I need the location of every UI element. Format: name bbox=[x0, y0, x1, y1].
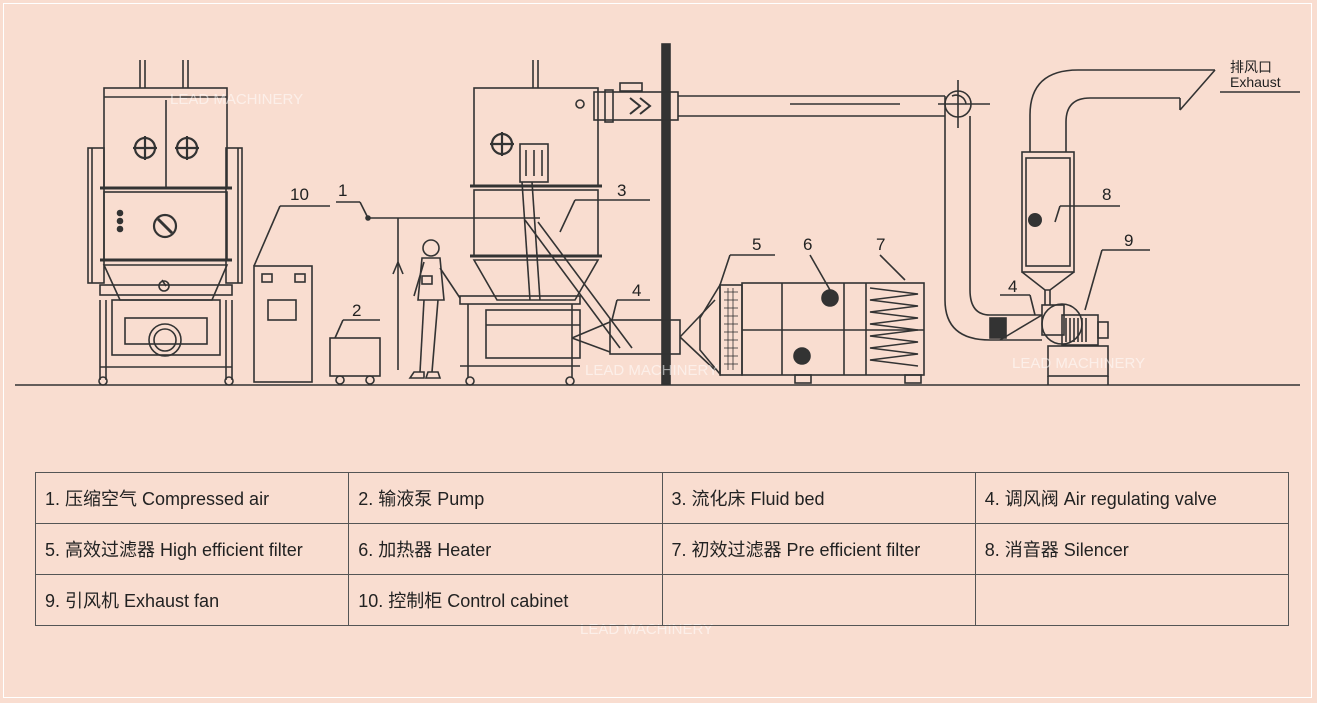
exhaust-fan bbox=[1041, 303, 1109, 385]
air-regulating-valve-left bbox=[571, 299, 716, 371]
silencer bbox=[1021, 69, 1216, 305]
callout-leader-3b bbox=[559, 199, 576, 233]
exhaust-label-zh: 排风口 bbox=[1230, 59, 1272, 75]
fluid-bed-machine-left bbox=[87, 60, 243, 386]
callout-leader-6 bbox=[809, 254, 831, 291]
legend-cell: 2. 输液泵 Pump bbox=[348, 472, 663, 524]
callout-4-fan-valve: 4 bbox=[1008, 277, 1017, 296]
legend-cell: 7. 初效过滤器 Pre efficient filter bbox=[661, 523, 976, 575]
pump-unit bbox=[329, 337, 381, 385]
legend-row: 5. 高效过滤器 High efficient filter 6. 加热器 He… bbox=[34, 523, 1290, 575]
callout-leader-2b bbox=[334, 319, 344, 339]
sight-glass-icons-left bbox=[133, 136, 199, 239]
legend-cell bbox=[661, 574, 976, 626]
watermark-3: LEAD MACHINERY bbox=[1012, 355, 1145, 372]
fluid-bed-middle bbox=[459, 60, 633, 386]
legend-cell: 9. 引风机 Exhaust fan bbox=[34, 574, 350, 626]
callout-7: 7 bbox=[876, 235, 885, 254]
callout-1: 1 bbox=[338, 181, 347, 200]
hepa-mesh bbox=[724, 288, 738, 370]
indicator-dots-left bbox=[116, 209, 124, 233]
legend-table: 1. 压缩空气 Compressed air 2. 输液泵 Pump 3. 流化… bbox=[34, 472, 1290, 626]
legend-cell: 8. 消音器 Silencer bbox=[974, 523, 1290, 575]
compressed-air-line bbox=[336, 201, 540, 370]
legend-cell: 3. 流化床 Fluid bed bbox=[661, 472, 976, 524]
sight-glass-icon-middle bbox=[490, 132, 514, 156]
callout-9: 9 bbox=[1124, 231, 1133, 250]
page-frame bbox=[3, 3, 1312, 698]
callout-leader-7 bbox=[879, 254, 906, 281]
filter-heater-unit bbox=[699, 282, 925, 384]
exhaust-label-en: Exhaust bbox=[1230, 74, 1281, 90]
callout-10: 10 bbox=[290, 185, 309, 204]
legend-cell: 5. 高效过滤器 High efficient filter bbox=[34, 523, 350, 575]
legend-cell: 1. 压缩空气 Compressed air bbox=[34, 472, 350, 524]
return-duct bbox=[944, 116, 1043, 341]
callout-leader-4c bbox=[1029, 294, 1036, 316]
legend-cell: 4. 调风阀 Air regulating valve bbox=[974, 472, 1290, 524]
top-air-duct bbox=[593, 80, 990, 128]
watermark-1: LEAD MACHINERY bbox=[170, 91, 303, 108]
legend-cell bbox=[974, 574, 1290, 626]
watermark-2: LEAD MACHINERY bbox=[585, 362, 718, 379]
callout-leader-5b bbox=[719, 254, 731, 286]
callout-8: 8 bbox=[1102, 185, 1111, 204]
legend-row: 1. 压缩空气 Compressed air 2. 输液泵 Pump 3. 流化… bbox=[34, 472, 1290, 524]
silencer-dot bbox=[1028, 213, 1042, 227]
legend-row: 9. 引风机 Exhaust fan 10. 控制柜 Control cabin… bbox=[34, 574, 1290, 626]
callout-leader-9b bbox=[1084, 249, 1103, 311]
operator-figure bbox=[408, 239, 461, 379]
control-cabinet bbox=[253, 205, 313, 383]
callout-4-valve: 4 bbox=[632, 281, 641, 300]
callout-3: 3 bbox=[617, 181, 626, 200]
callout-6: 6 bbox=[803, 235, 812, 254]
legend-cell: 10. 控制柜 Control cabinet bbox=[348, 574, 663, 626]
callout-5: 5 bbox=[752, 235, 761, 254]
vertical-mast bbox=[661, 43, 671, 385]
heater-dots bbox=[793, 289, 839, 365]
callout-2: 2 bbox=[352, 301, 361, 320]
legend-cell: 6. 加热器 Heater bbox=[348, 523, 663, 575]
callout-leader-8b bbox=[1054, 205, 1061, 223]
